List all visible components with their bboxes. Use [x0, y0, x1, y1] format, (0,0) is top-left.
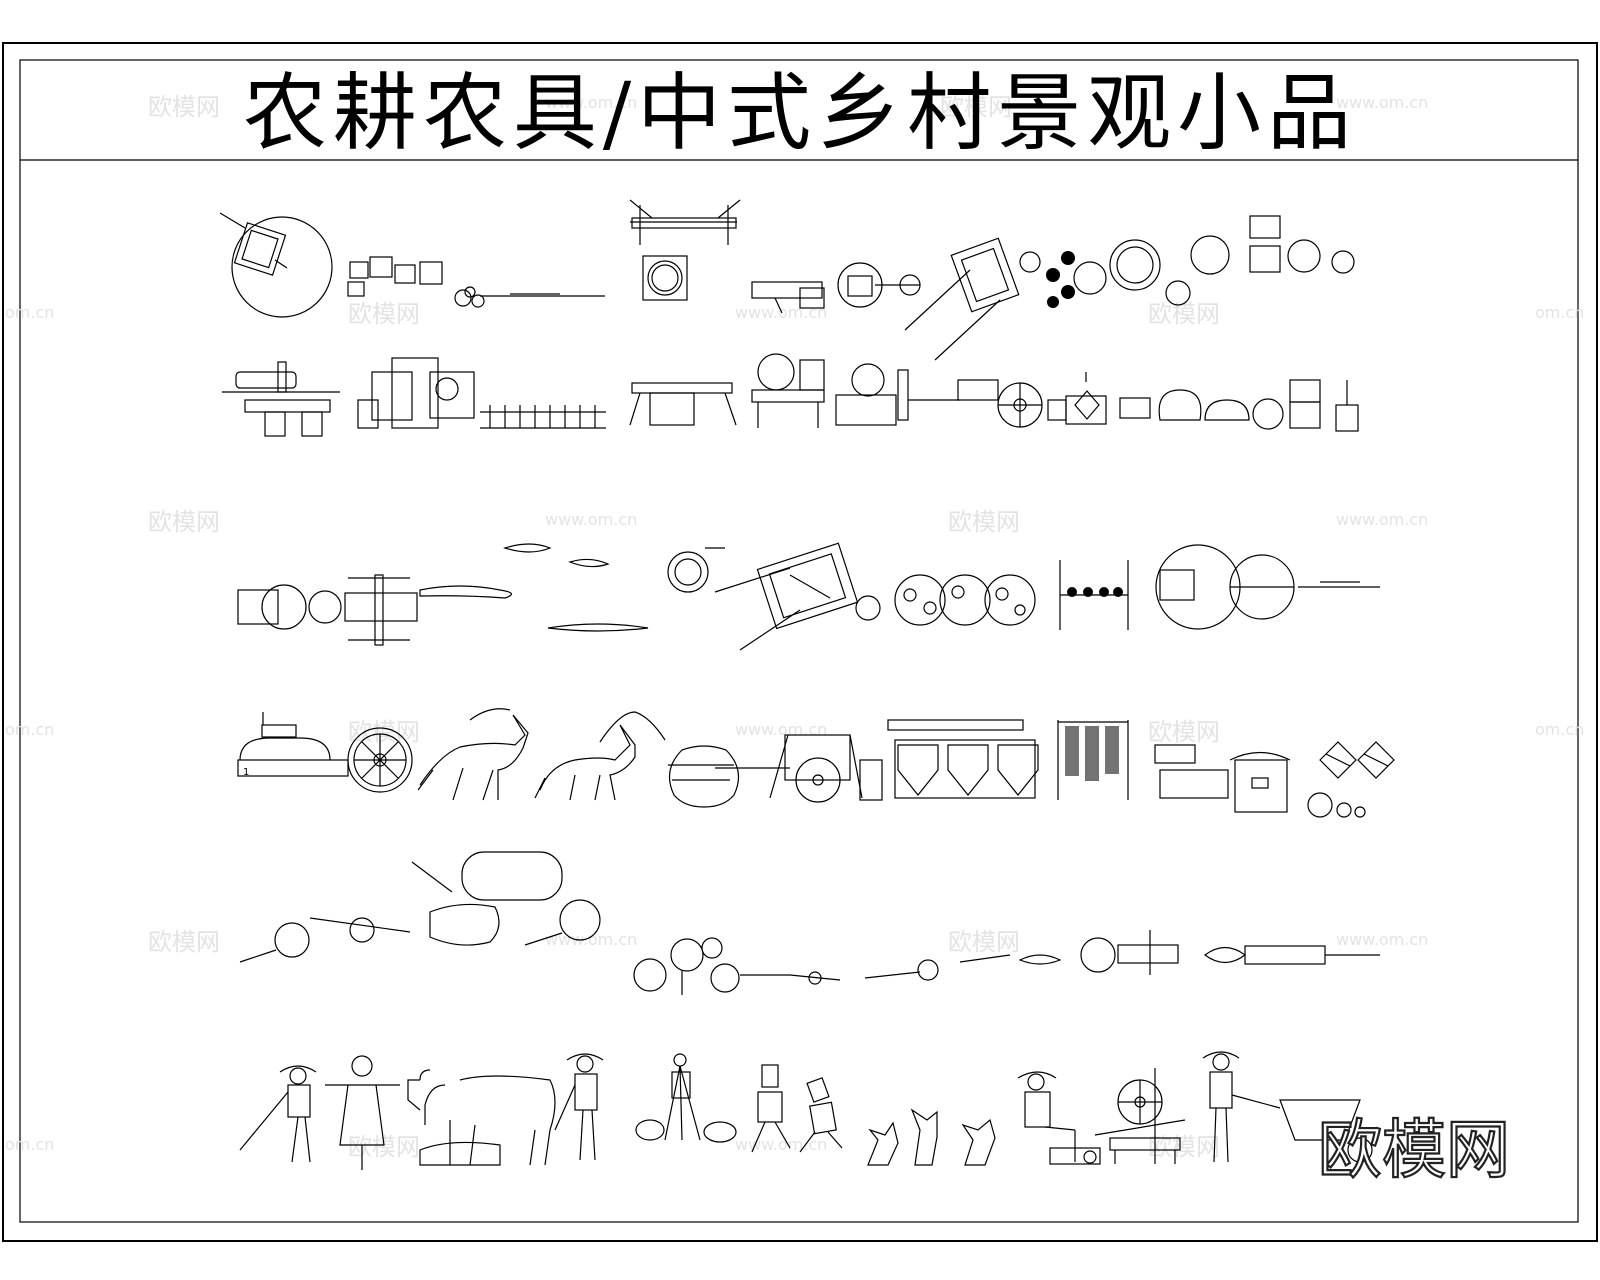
stone-pile-icon	[855, 574, 1036, 626]
stove-icon	[1154, 744, 1366, 818]
table-frame-icon	[629, 382, 737, 426]
watermark-url: www.om.cn	[735, 720, 827, 739]
fish-drying-icon	[419, 543, 649, 632]
watermark-url: www.om.cn	[1336, 930, 1428, 949]
watermark-brand: 欧模网	[1148, 300, 1220, 328]
farmer-wheelbarrow-icon	[1202, 1051, 1373, 1163]
wheelbarrow-tilted-icon	[714, 542, 859, 651]
watermark-brand: 欧模网	[148, 928, 220, 956]
drying-corn-icon	[1057, 720, 1129, 800]
tool-rack-icon	[357, 357, 606, 429]
tools-pile-icon	[347, 256, 605, 308]
tripod-worker-icon	[664, 1053, 701, 1141]
cart-side-big-icon	[715, 734, 883, 803]
rice-thresher-icon	[835, 363, 960, 426]
watermark-url: om.cn	[5, 720, 54, 739]
watermark-brand: 欧模网	[348, 718, 420, 746]
row-6	[239, 1051, 1373, 1170]
watermark-brand: 欧模网	[148, 508, 220, 536]
watermark-url: www.om.cn	[545, 930, 637, 949]
drawing-marker: 1	[243, 767, 249, 778]
watermark-url: www.om.cn	[1336, 510, 1428, 529]
grain-sacks-icon	[411, 851, 563, 946]
watermark-brand: 欧模网	[348, 1133, 420, 1161]
stone-blocks-icon	[1252, 379, 1359, 432]
watermark-brand: 欧模网	[1148, 718, 1220, 746]
watermark-brand: 欧模网	[948, 508, 1020, 536]
watermark-url: om.cn	[5, 1135, 54, 1154]
watermark-brand: 欧模网	[1148, 1133, 1220, 1161]
cat-icon	[867, 1108, 996, 1166]
watermark-url: om.cn	[1535, 303, 1584, 322]
scarecrow-icon	[325, 1055, 400, 1170]
millstone-top-icon	[219, 212, 333, 318]
row-5	[239, 851, 1380, 995]
watermark-brand: 欧模网	[948, 928, 1020, 956]
tool-row-icon	[633, 930, 1380, 995]
drying-rack-icon	[1059, 560, 1129, 630]
robot-figure-icon	[751, 1064, 843, 1153]
farmer-icon	[239, 1065, 317, 1163]
watermark-url: www.om.cn	[545, 93, 637, 112]
antelope-icon	[417, 708, 666, 801]
pots-icon	[1047, 372, 1250, 425]
watermark-url: om.cn	[5, 303, 54, 322]
seated-farmer-icon	[1017, 1071, 1101, 1165]
wheelbarrow-top-icon	[904, 237, 1041, 361]
storage-jars-icon	[887, 719, 1039, 799]
grinding-base-icon: 1	[237, 712, 349, 778]
oil-press-top-icon	[237, 574, 418, 646]
spinning-wheel-icon	[751, 353, 825, 428]
row-3	[237, 542, 1380, 651]
stone-mill-icon	[222, 361, 340, 437]
pumpkin-icon	[635, 1119, 737, 1143]
inner-frame	[19, 59, 1579, 1223]
cart-wheel-icon	[347, 727, 413, 793]
winnowing-fan-icon	[239, 899, 601, 963]
watermark-url: www.om.cn	[735, 1135, 827, 1154]
watermark-brand: 欧模网	[940, 93, 1012, 121]
row-2	[222, 353, 1359, 437]
watermark-layer: 欧模网 欧模网 www.om.cn www.om.cn om.cn 欧模网 ww…	[5, 93, 1584, 1161]
watermark-url: www.om.cn	[545, 510, 637, 529]
page-title: 农耕农具/中式乡村景观小品	[243, 64, 1357, 162]
millstone-set-icon	[1046, 215, 1355, 308]
spinning-wheel-side-icon	[1094, 1068, 1186, 1164]
lattice-icon	[1319, 741, 1395, 779]
winnowing-machine-icon	[751, 262, 921, 314]
jar-icon	[668, 745, 740, 808]
farmer-standing-icon	[554, 1053, 604, 1161]
watermark-url: www.om.cn	[1336, 93, 1428, 112]
corner-logo: 欧模网	[1318, 1114, 1510, 1188]
row-1	[219, 199, 1355, 361]
cart-side-icon	[957, 379, 1043, 428]
watermark-brand: 欧模网	[148, 93, 220, 121]
outer-frame	[2, 42, 1598, 1242]
millstone-large-icon	[1155, 544, 1380, 630]
watermark-url: om.cn	[1535, 720, 1584, 739]
sieve-icon	[667, 547, 725, 593]
watermark-brand: 欧模网	[348, 300, 420, 328]
row-4: 1	[237, 708, 1395, 818]
ox-icon	[407, 1069, 556, 1166]
stool-frame-icon	[629, 199, 741, 301]
